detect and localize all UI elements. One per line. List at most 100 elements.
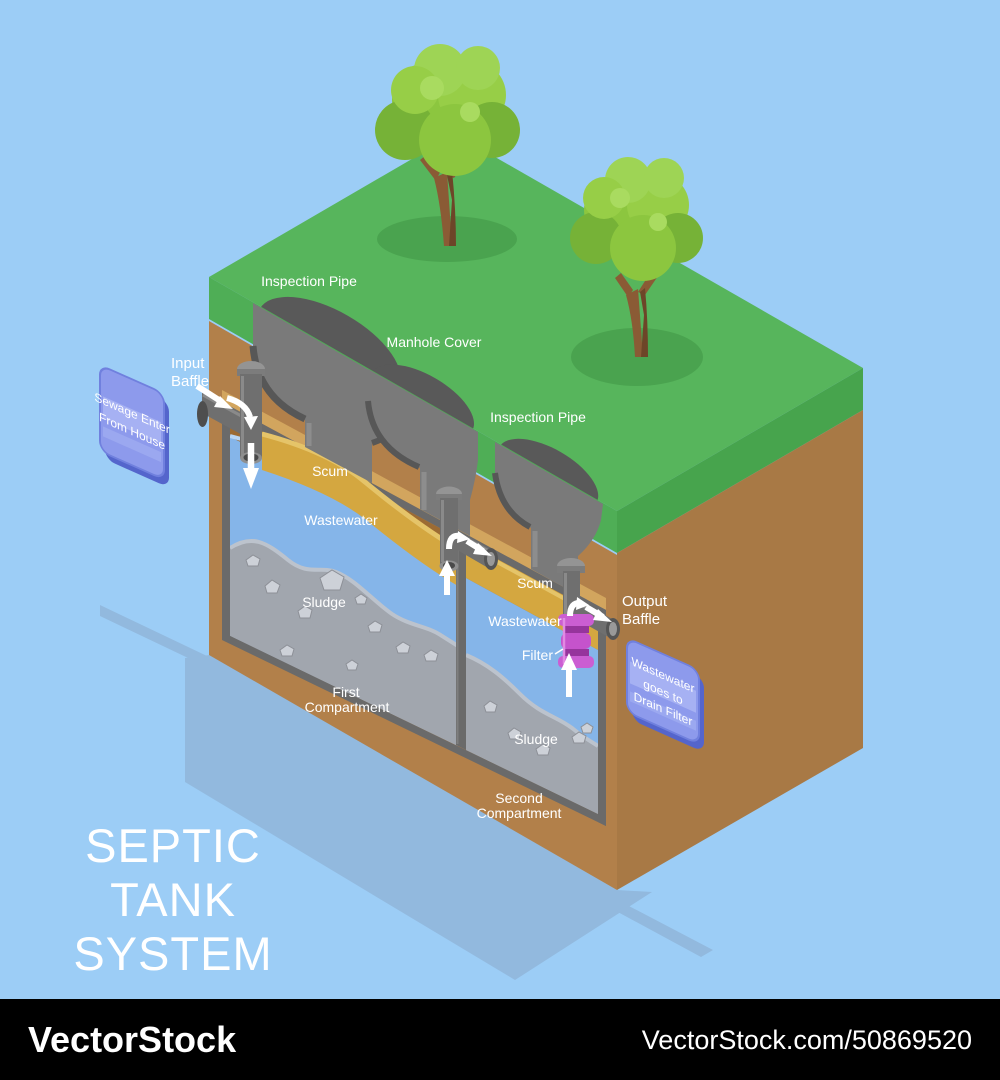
arrowhead: [243, 468, 259, 489]
arrowhead: [214, 396, 233, 409]
flow-arrows: [195, 383, 612, 697]
tree-trunk: [626, 289, 643, 357]
tree-foliage: [610, 215, 676, 281]
tree-left: [375, 44, 520, 246]
shadow-strip: [100, 605, 207, 667]
output-pipe-end-inner: [609, 622, 617, 636]
label-inspection-pipe-right: Inspection Pipe: [490, 409, 586, 425]
sign-band: [103, 426, 161, 463]
shadow-sliver: [616, 905, 713, 957]
tree-branch: [615, 273, 633, 297]
tree-foliage: [456, 46, 500, 90]
illustration-title: SEPTIC TANK SYSTEM: [73, 819, 272, 980]
sludge-surface-highlight: [465, 653, 600, 748]
stone: [535, 743, 551, 756]
tree-foliage: [570, 212, 622, 264]
label-output-baffle-line2: Baffle: [622, 611, 660, 628]
stone: [319, 569, 345, 591]
dome-underside-shade: [492, 472, 532, 530]
baffle-cap-rim: [237, 369, 265, 376]
stone: [423, 649, 439, 662]
filter-band: [563, 626, 589, 633]
manhole-cap-1: [259, 296, 401, 389]
label-wastewater-first: Wastewater: [304, 512, 378, 528]
tree-trunk-shade: [640, 288, 648, 357]
watermark-url: VectorStock.com/50869520: [642, 1025, 972, 1055]
tree-trunk: [434, 172, 452, 246]
transfer-cap-rim: [436, 494, 462, 500]
filter-band: [563, 649, 589, 656]
arrowhead: [593, 609, 612, 622]
first-compartment-sludge: [230, 540, 458, 746]
stone: [345, 659, 359, 671]
watermark-background: [0, 999, 1000, 1080]
label-inspection-pipe-left: Inspection Pipe: [261, 273, 357, 289]
scum-surface-highlight: [261, 431, 460, 552]
soil-right-face: [617, 410, 863, 890]
tank-left-wall: [222, 402, 230, 640]
label-first-compartment-line1: First: [332, 684, 359, 700]
title-line2: TANK: [110, 873, 236, 926]
tree-foliage-highlight: [649, 213, 667, 231]
diagram-labels: Inspection Pipe Manhole Cover Inspection…: [171, 273, 668, 821]
sewage-sign: Sewage Enter From House: [94, 367, 170, 485]
stone: [245, 554, 261, 567]
arrowhead: [244, 416, 258, 430]
label-input-baffle-line2: Baffle: [171, 373, 209, 390]
tank-floor: [222, 632, 606, 826]
tank-right-wall: [598, 606, 606, 826]
input-flow-arrow: [195, 383, 224, 405]
label-second-compartment-line2: Compartment: [477, 805, 562, 821]
tree-foliage-highlight: [460, 102, 480, 122]
stone: [354, 593, 368, 605]
cap-dome: [259, 296, 401, 389]
shadow-main: [185, 655, 652, 980]
first-compartment-scum: [262, 432, 458, 586]
tree-foliage-highlight: [610, 188, 630, 208]
cap-dome: [371, 364, 474, 431]
title-line1: SEPTIC: [85, 819, 261, 872]
manhole-cap-2: [371, 364, 474, 431]
stone: [507, 727, 522, 740]
filter-flange-top: [558, 614, 594, 626]
grass-top-face: [209, 134, 863, 511]
sign-band: [630, 661, 696, 713]
tree-branch: [420, 155, 440, 181]
tree-right: [570, 157, 703, 357]
input-curve-arrow: [226, 395, 253, 419]
arrowhead: [473, 543, 492, 556]
dome-underside-shade: [365, 400, 421, 470]
tree-foliage: [583, 177, 625, 219]
label-scum-first: Scum: [312, 463, 348, 479]
stone: [264, 579, 281, 594]
grass-right-face: [617, 368, 863, 553]
filter-body: [561, 633, 591, 649]
tree-foliage: [419, 104, 491, 176]
stone: [367, 620, 383, 633]
tree-trunk-shade: [447, 170, 456, 246]
stone: [580, 722, 594, 734]
label-filter: Filter: [522, 647, 553, 663]
second-compartment-sludge: [466, 655, 598, 814]
input-pipe-body: [202, 391, 246, 437]
output-cap-rim: [557, 566, 585, 573]
label-output-baffle-line1: Output: [622, 593, 668, 610]
effluent-filter: [558, 614, 594, 668]
filter-leader-line: [554, 648, 564, 655]
inspection-pipe-dome-right: [495, 442, 603, 595]
label-sludge-second: Sludge: [514, 731, 558, 747]
stone: [483, 700, 498, 713]
inspection-pipe-dome-left: [253, 303, 407, 483]
tree-foliage-highlight: [420, 76, 444, 100]
label-second-compartment-line1: Second: [495, 790, 542, 806]
label-scum-second: Scum: [517, 575, 553, 591]
sign-band: [103, 396, 161, 445]
dome-underside-shade: [249, 345, 307, 423]
stone: [395, 641, 411, 654]
arrowhead: [576, 597, 589, 610]
tree-foliage: [644, 158, 684, 198]
label-manhole-cover: Manhole Cover: [387, 334, 482, 350]
label-wastewater-second: Wastewater: [488, 613, 562, 629]
title-line3: SYSTEM: [73, 927, 272, 980]
